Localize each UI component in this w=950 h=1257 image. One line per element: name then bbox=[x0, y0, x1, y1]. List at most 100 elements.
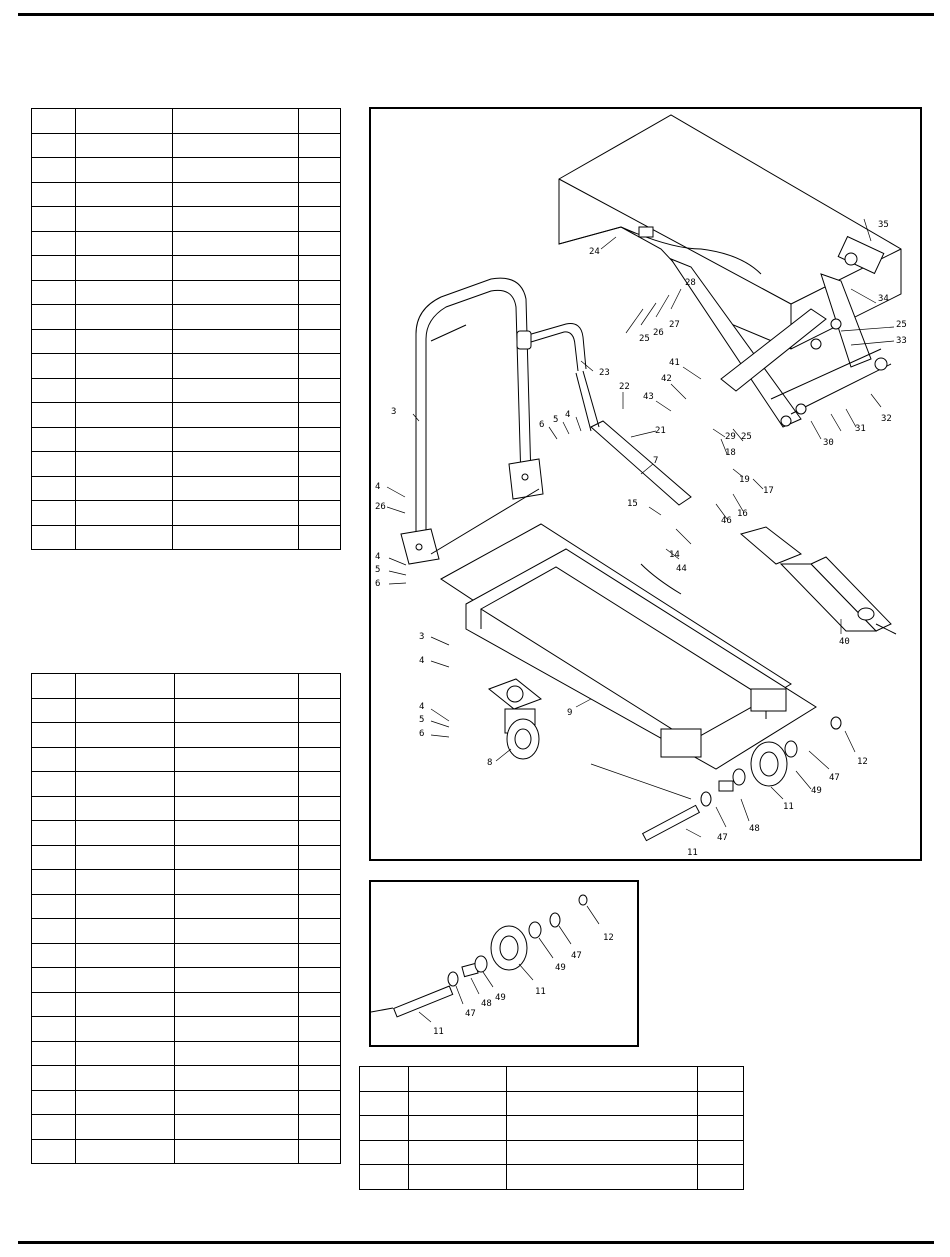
callout-label: 41 bbox=[669, 358, 680, 368]
table-cell bbox=[75, 230, 173, 256]
table-cell bbox=[298, 1040, 341, 1066]
table-cell bbox=[31, 967, 76, 993]
table-cell bbox=[697, 1164, 744, 1190]
table-cell bbox=[75, 820, 175, 846]
callout-label: 6 bbox=[419, 729, 424, 739]
callout-label: 17 bbox=[763, 486, 774, 496]
table-row bbox=[31, 820, 341, 846]
table-cell bbox=[31, 795, 76, 821]
table-row bbox=[31, 1114, 341, 1140]
table-cell bbox=[31, 697, 76, 723]
table-row bbox=[31, 1089, 341, 1115]
table-row bbox=[31, 967, 341, 993]
table-cell bbox=[172, 377, 299, 403]
callout-label: 18 bbox=[725, 448, 736, 458]
table-cell bbox=[408, 1139, 507, 1165]
callout-label: 5 bbox=[419, 715, 424, 725]
callout-label: 49 bbox=[495, 993, 506, 1003]
table-row bbox=[31, 795, 341, 821]
table-cell bbox=[174, 844, 299, 870]
table-cell bbox=[298, 722, 341, 748]
table-body bbox=[31, 673, 341, 1164]
exploded-view-drawing: 2435342533282726252322414243654217342629… bbox=[375, 114, 907, 858]
table-row bbox=[31, 304, 341, 330]
table-cell bbox=[75, 673, 175, 699]
table-cell bbox=[298, 746, 341, 772]
table-cell bbox=[408, 1066, 507, 1092]
base-frame bbox=[440, 523, 817, 770]
table-cell bbox=[75, 942, 175, 968]
table-cell bbox=[31, 132, 76, 158]
callout-label: 34 bbox=[878, 294, 889, 304]
table-cell bbox=[172, 157, 299, 183]
table-cell bbox=[75, 746, 175, 772]
table-cell bbox=[298, 181, 341, 207]
table-cell bbox=[359, 1164, 409, 1190]
table-cell bbox=[75, 157, 173, 183]
table-cell bbox=[75, 1065, 175, 1091]
callout-label: 4 bbox=[419, 656, 424, 666]
table-cell bbox=[506, 1164, 698, 1190]
table-cell bbox=[697, 1066, 744, 1092]
table-cell bbox=[298, 697, 341, 723]
table-cell bbox=[298, 304, 341, 330]
wheel-detail-leaders bbox=[418, 905, 600, 1023]
callout-label: 12 bbox=[857, 757, 868, 767]
caster-wheel bbox=[487, 678, 543, 760]
table-body bbox=[31, 108, 341, 550]
table-row bbox=[31, 746, 341, 772]
table-cell bbox=[506, 1139, 698, 1165]
table-cell bbox=[75, 108, 173, 134]
callout-label: 32 bbox=[881, 414, 892, 424]
table-cell bbox=[31, 869, 76, 895]
table-cell bbox=[298, 132, 341, 158]
table-cell bbox=[31, 377, 76, 403]
table-cell bbox=[174, 967, 299, 993]
table-row bbox=[31, 206, 341, 232]
leader-lines bbox=[386, 218, 895, 838]
callout-label: 7 bbox=[653, 456, 658, 466]
table-cell bbox=[298, 942, 341, 968]
table-cell bbox=[506, 1115, 698, 1141]
table-cell bbox=[75, 255, 173, 281]
table-cell bbox=[31, 1089, 76, 1115]
table-cell bbox=[697, 1139, 744, 1165]
callout-label: 4 bbox=[419, 702, 424, 712]
table-cell bbox=[298, 1089, 341, 1115]
table-cell bbox=[408, 1115, 507, 1141]
callout-label: 4 bbox=[375, 482, 380, 492]
table-cell bbox=[298, 255, 341, 281]
table-cell bbox=[298, 967, 341, 993]
table-cell bbox=[298, 524, 341, 550]
table-cell bbox=[172, 353, 299, 379]
table-cell bbox=[174, 942, 299, 968]
table-cell bbox=[75, 1114, 175, 1140]
callout-label: 42 bbox=[661, 374, 672, 384]
callout-label: 48 bbox=[481, 999, 492, 1009]
table-cell bbox=[174, 1138, 299, 1164]
table-cell bbox=[359, 1115, 409, 1141]
table-cell bbox=[31, 1138, 76, 1164]
table-cell bbox=[174, 869, 299, 895]
table-row bbox=[31, 328, 341, 354]
table-cell bbox=[298, 279, 341, 305]
table-cell bbox=[31, 475, 76, 501]
table-cell bbox=[298, 328, 341, 354]
table-row bbox=[31, 844, 341, 870]
table-cell bbox=[75, 181, 173, 207]
table-cell bbox=[298, 230, 341, 256]
table-row bbox=[31, 451, 341, 477]
pump-handle bbox=[516, 323, 692, 506]
table-cell bbox=[298, 402, 341, 428]
table-row bbox=[31, 1016, 341, 1042]
callout-label: 6 bbox=[375, 579, 380, 589]
table-cell bbox=[75, 402, 173, 428]
callout-label: 15 bbox=[627, 499, 638, 509]
callout-label: 25 bbox=[741, 432, 752, 442]
table-cell bbox=[172, 451, 299, 477]
table-cell bbox=[31, 279, 76, 305]
table-cell bbox=[172, 279, 299, 305]
table-cell bbox=[298, 795, 341, 821]
table-cell bbox=[31, 524, 76, 550]
